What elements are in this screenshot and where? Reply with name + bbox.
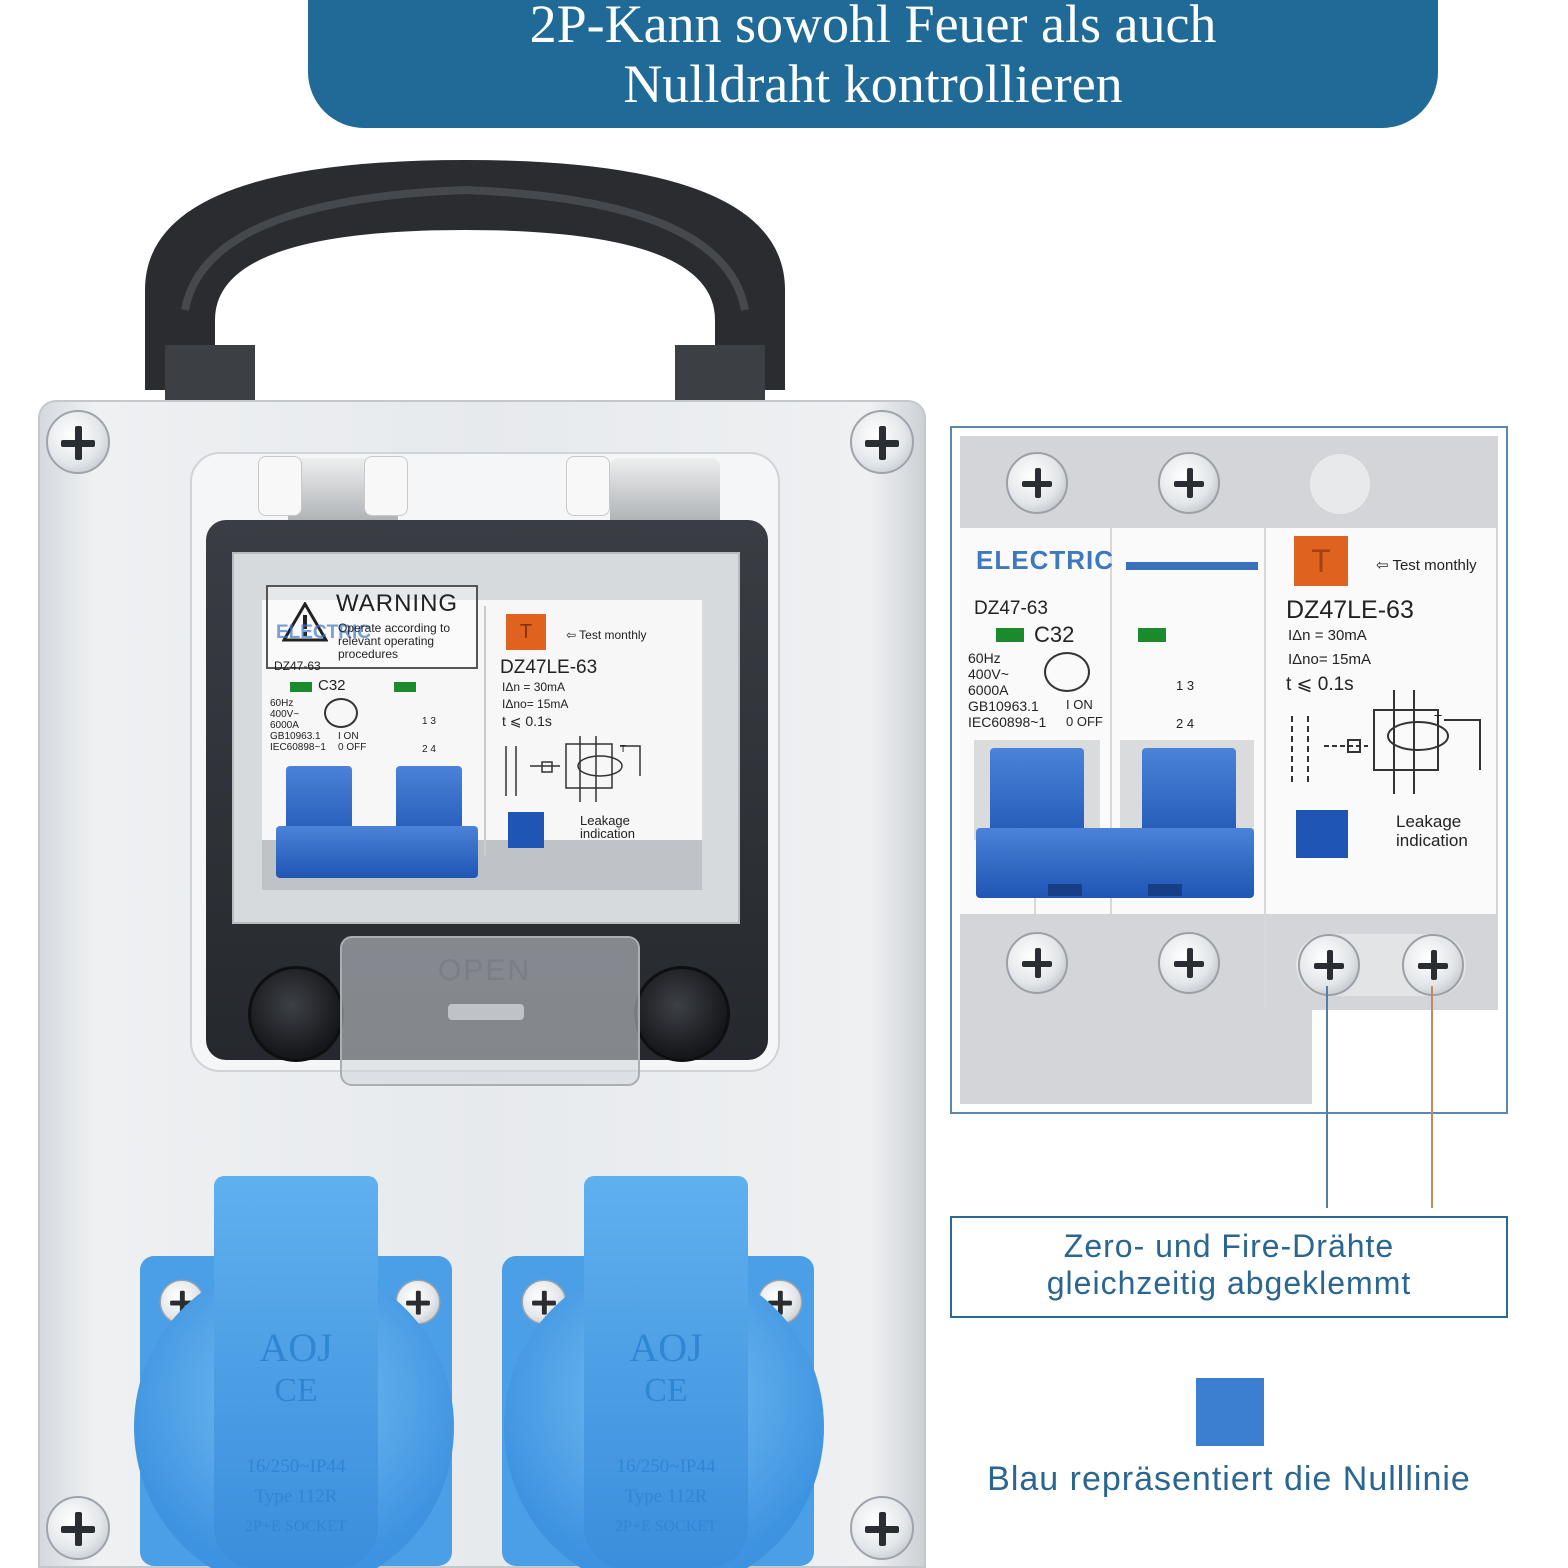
warning-label	[266, 585, 478, 669]
svg-text:T: T	[1434, 712, 1442, 727]
test-button[interactable]: T	[506, 614, 546, 650]
socket-type: Type 112R	[624, 1486, 708, 1507]
brand-bar	[1126, 562, 1258, 570]
zoom-non-trip-current: IΔno= 15mA	[1288, 651, 1371, 668]
socket-kind: 2P+E SOCKET	[245, 1518, 347, 1535]
svg-text:T: T	[620, 744, 626, 755]
callout-box: Zero- und Fire-Drähte gleichzeitig abgek…	[950, 1216, 1508, 1318]
open-label: OPEN	[438, 954, 532, 987]
zoom-leakage-indicator	[1296, 810, 1348, 858]
zoom-off-label: 0 OFF	[1066, 714, 1103, 729]
zoom-brand: ELECTRIC	[976, 545, 1114, 575]
banner-line-2: Nulldraht kontrollieren	[623, 54, 1123, 114]
hinge-cap	[364, 456, 408, 516]
status-indicator	[290, 682, 312, 692]
locking-knob[interactable]	[634, 966, 730, 1062]
hinge-cap	[258, 456, 302, 516]
pole-numbers: 1 3	[422, 716, 436, 727]
trip-time: t ⩽ 0.1s	[502, 713, 552, 729]
zoom-trip-time: t ⩽ 0.1s	[1286, 674, 1354, 695]
blank-cap	[1310, 454, 1370, 514]
zoom-rcd-circuit-diagram: T	[1291, 690, 1481, 794]
zoom-pole-numbers-bottom: 2 4	[1176, 716, 1195, 731]
screw-icon	[1158, 452, 1220, 514]
ce-mark: CE	[274, 1372, 318, 1409]
latch-slot	[448, 1004, 524, 1020]
zero-wire	[1326, 986, 1328, 1208]
warning-line-3: procedures	[338, 647, 399, 661]
toggle-notch	[1148, 884, 1182, 896]
zoom-on-label: I ON	[1066, 697, 1093, 712]
zoom-rated-residual-current: IΔn = 30mA	[1288, 627, 1367, 644]
socket-spec: 16/250~IP44	[616, 1456, 716, 1477]
zoom-cutout	[1312, 1010, 1498, 1104]
socket-kind: 2P+E SOCKET	[615, 1518, 717, 1535]
callout-line-1: Zero- und Fire-Drähte	[1063, 1228, 1395, 1264]
socket-spec: 16/250~IP44	[246, 1456, 346, 1477]
mcb-model: DZ47-63	[274, 659, 321, 673]
ce-mark: CE	[644, 1372, 688, 1409]
header-banner: 2P-Kann sowohl Feuer als auch Nulldraht …	[308, 0, 1438, 128]
status-indicator	[1138, 628, 1166, 642]
zoom-mcb-model: DZ47-63	[974, 598, 1048, 619]
screw-icon	[1006, 932, 1068, 994]
socket-lid[interactable]	[584, 1176, 748, 1568]
warning-line-1: Operate according to	[338, 621, 451, 635]
screw-icon	[1006, 452, 1068, 514]
legend-text: Blau repräsentiert die Nulllinie	[987, 1460, 1471, 1498]
socket-brand: AOJ	[629, 1325, 703, 1370]
mcb-rating: C32	[318, 677, 346, 694]
on-label: I ON	[338, 731, 359, 742]
fire-wire	[1431, 986, 1433, 1208]
rated-residual-current: IΔn = 30mA	[502, 680, 566, 694]
warning-title: WARNING	[336, 590, 459, 617]
divider	[484, 606, 486, 856]
legend-swatch	[1196, 1378, 1264, 1446]
socket-lid[interactable]	[214, 1176, 378, 1568]
locking-knob[interactable]	[248, 966, 344, 1062]
socket-type: Type 112R	[254, 1486, 338, 1507]
toggle-notch	[1048, 884, 1082, 896]
pole-numbers-bottom: 2 4	[422, 744, 436, 755]
zoom-mcb-rating: C32	[1034, 622, 1075, 647]
status-indicator	[996, 628, 1024, 642]
test-monthly-label: ⇦ Test monthly	[566, 628, 647, 642]
ccc-mark-icon	[1044, 652, 1090, 692]
callout-line-2: gleichzeitig abgeklemmt	[1046, 1265, 1412, 1301]
screw-icon	[850, 1496, 914, 1560]
leakage-label: Leakage indication	[580, 813, 635, 841]
divider	[1264, 528, 1266, 1008]
status-indicator	[394, 682, 416, 692]
screw-icon	[46, 410, 110, 474]
zoom-test-button[interactable]: T	[1294, 536, 1348, 586]
leakage-indicator	[508, 812, 544, 848]
screw-icon	[1402, 934, 1464, 996]
screw-icon	[850, 410, 914, 474]
zoom-test-monthly-label: ⇦ Test monthly	[1376, 557, 1477, 574]
rcd-model: DZ47LE-63	[500, 657, 598, 678]
zoom-breaker-toggle-bar[interactable]	[976, 828, 1254, 898]
divider	[1110, 528, 1112, 914]
banner-line-1: 2P-Kann sowohl Feuer als auch	[529, 0, 1217, 54]
carry-handle	[145, 160, 785, 400]
warning-icon	[282, 602, 328, 642]
off-label: 0 OFF	[338, 742, 367, 753]
zoom-rcd-model: DZ47LE-63	[1286, 596, 1414, 624]
brand-label: ELECTRIC	[276, 622, 371, 643]
zoom-pole-numbers: 1 3	[1176, 678, 1195, 693]
screw-icon	[1158, 932, 1220, 994]
socket-brand: AOJ	[259, 1325, 333, 1370]
non-trip-current: IΔno= 15mA	[502, 697, 569, 711]
screw-icon	[46, 1496, 110, 1560]
breaker-toggle-bar[interactable]	[276, 826, 478, 878]
warning-line-2: relevant operating	[338, 634, 435, 648]
zoom-leakage-label: Leakage indication	[1396, 812, 1468, 850]
hinge-cap	[566, 456, 610, 516]
screw-icon	[1298, 934, 1360, 996]
rcd-circuit-diagram: T	[505, 736, 641, 802]
ccc-mark-icon	[324, 698, 358, 728]
